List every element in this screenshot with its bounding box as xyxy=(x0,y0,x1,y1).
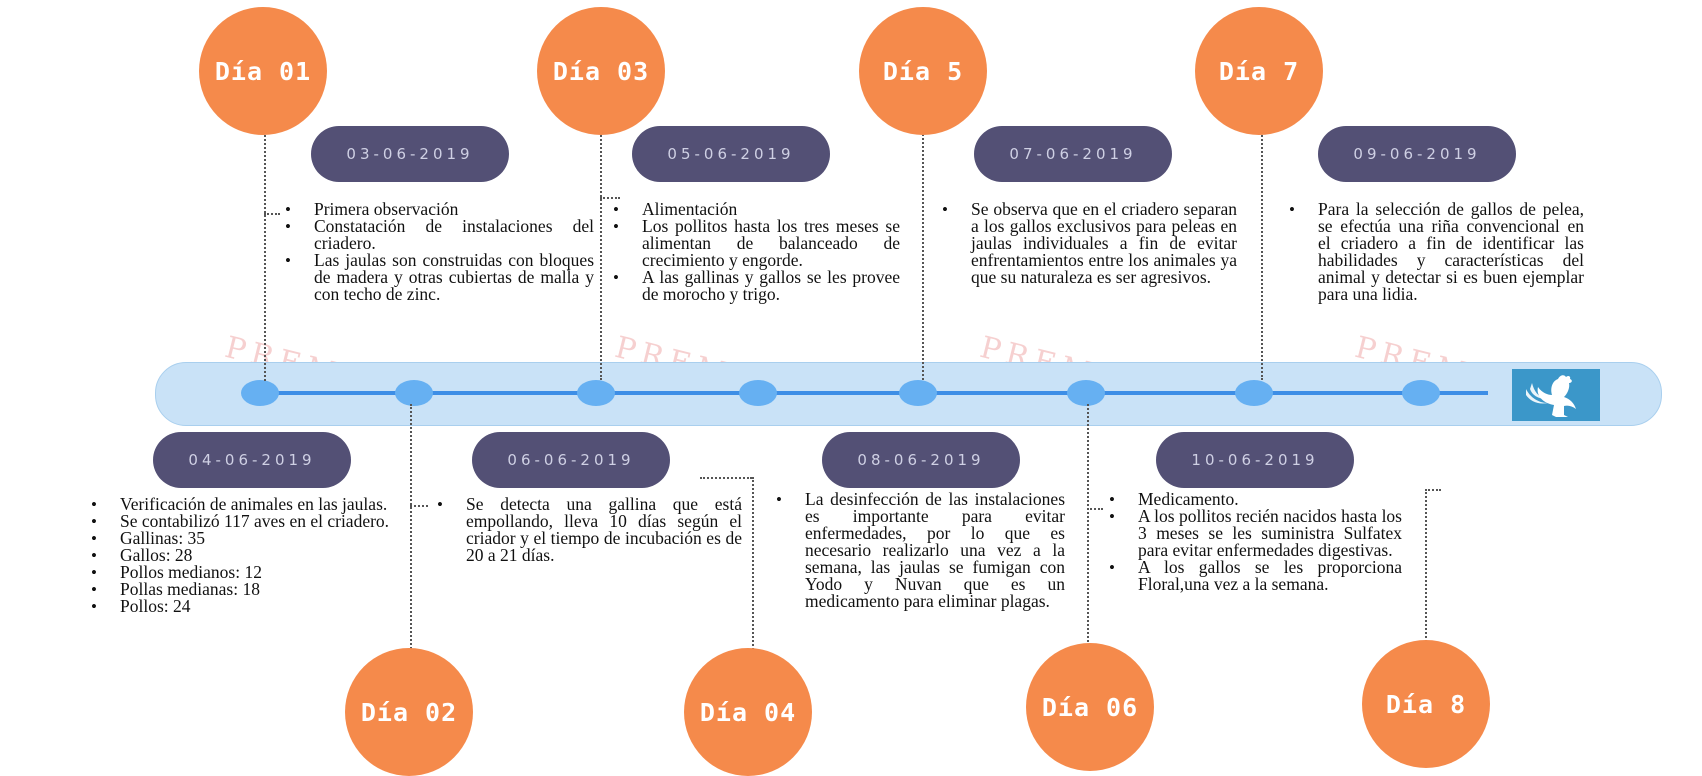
connector-day-04 xyxy=(752,477,754,666)
notes-day-03: Alimentación Los pollitos hasta los tres… xyxy=(608,200,900,303)
connector-day-01 xyxy=(264,213,280,215)
list-item: A las gallinas y gallos se les provee de… xyxy=(608,268,900,303)
connector-day-06 xyxy=(1087,404,1089,674)
timeline-node-day-06 xyxy=(1067,380,1105,406)
connector-day-02 xyxy=(410,505,428,507)
day-circle: Día 7 xyxy=(1195,7,1323,135)
notes-day-04: Se detecta una gallina que está empollan… xyxy=(432,495,742,564)
connector-day-08 xyxy=(1425,489,1441,491)
connector-day-06 xyxy=(1087,508,1103,510)
notes-day-02: Verificación de animales en las jaulas. … xyxy=(86,495,404,615)
date-pill: 08-06-2019 xyxy=(822,432,1020,488)
day-circle: Día 8 xyxy=(1362,640,1490,768)
list-item: Pollos: 24 xyxy=(86,597,404,615)
list-item: Para la selección de gallos de pelea, se… xyxy=(1284,200,1584,303)
connector-day-02 xyxy=(410,404,412,668)
notes-day-05: Se observa que en el criadero separan a … xyxy=(937,200,1237,286)
day-circle: Día 02 xyxy=(345,648,473,776)
list-item: Se detecta una gallina que está empollan… xyxy=(432,495,742,564)
date-pill: 07-06-2019 xyxy=(974,126,1172,182)
list-item: Gallos: 28 xyxy=(86,546,404,564)
connector-day-03 xyxy=(600,197,620,199)
list-item: Medicamento. xyxy=(1104,490,1402,508)
day-circle: Día 06 xyxy=(1026,643,1154,771)
day-circle: Día 01 xyxy=(199,7,327,135)
timeline-axis xyxy=(258,391,1488,395)
notes-day-01: Primera observación Constatación de inst… xyxy=(280,200,594,303)
list-item: Las jaulas son construidas con bloques d… xyxy=(280,251,594,303)
date-pill: 04-06-2019 xyxy=(153,432,351,488)
list-item: Primera observación xyxy=(280,200,594,218)
notes-day-08: Medicamento. A los pollitos recién nacid… xyxy=(1104,490,1402,593)
date-pill: 06-06-2019 xyxy=(472,432,670,488)
date-pill: 05-06-2019 xyxy=(632,126,830,182)
list-item: La desinfección de las instalaciones es … xyxy=(771,490,1065,610)
list-item: Gallinas: 35 xyxy=(86,529,404,547)
list-item: Se observa que en el criadero separan a … xyxy=(937,200,1237,286)
day-circle: Día 5 xyxy=(859,7,987,135)
rooster-icon xyxy=(1512,369,1600,421)
list-item: A los pollitos recién nacidos hasta los … xyxy=(1104,507,1402,559)
timeline-node-day-04 xyxy=(739,380,777,406)
list-item: Pollos medianos: 12 xyxy=(86,563,404,581)
timeline-node-day-08 xyxy=(1402,380,1440,406)
timeline-node-day-07 xyxy=(1235,380,1273,406)
list-item: Constatación de instalaciones del criade… xyxy=(280,217,594,252)
list-item: Alimentación xyxy=(608,200,900,218)
list-item: Pollas medianas: 18 xyxy=(86,580,404,598)
timeline-node-day-02 xyxy=(395,380,433,406)
connector-day-08 xyxy=(1425,489,1427,677)
timeline-node-day-05 xyxy=(899,380,937,406)
connector-day-05 xyxy=(922,118,924,380)
day-circle: Día 03 xyxy=(537,7,665,135)
timeline-node-day-03 xyxy=(577,380,615,406)
date-pill: 10-06-2019 xyxy=(1156,432,1354,488)
date-pill: 03-06-2019 xyxy=(311,126,509,182)
list-item: Los pollitos hasta los tres meses se ali… xyxy=(608,217,900,269)
day-circle: Día 04 xyxy=(684,648,812,776)
connector-day-07 xyxy=(1261,124,1263,380)
connector-day-04 xyxy=(700,477,752,479)
notes-day-07: Para la selección de gallos de pelea, se… xyxy=(1284,200,1584,303)
list-item: Se contabilizó 117 aves en el criadero. xyxy=(86,512,404,530)
list-item: A los gallos se les proporciona Floral,u… xyxy=(1104,558,1402,593)
list-item: Verificación de animales en las jaulas. xyxy=(86,495,404,513)
connector-day-01 xyxy=(264,124,266,381)
timeline-node-day-01 xyxy=(241,380,279,406)
notes-day-06: La desinfección de las instalaciones es … xyxy=(771,490,1065,610)
connector-day-03 xyxy=(600,120,602,380)
date-pill: 09-06-2019 xyxy=(1318,126,1516,182)
